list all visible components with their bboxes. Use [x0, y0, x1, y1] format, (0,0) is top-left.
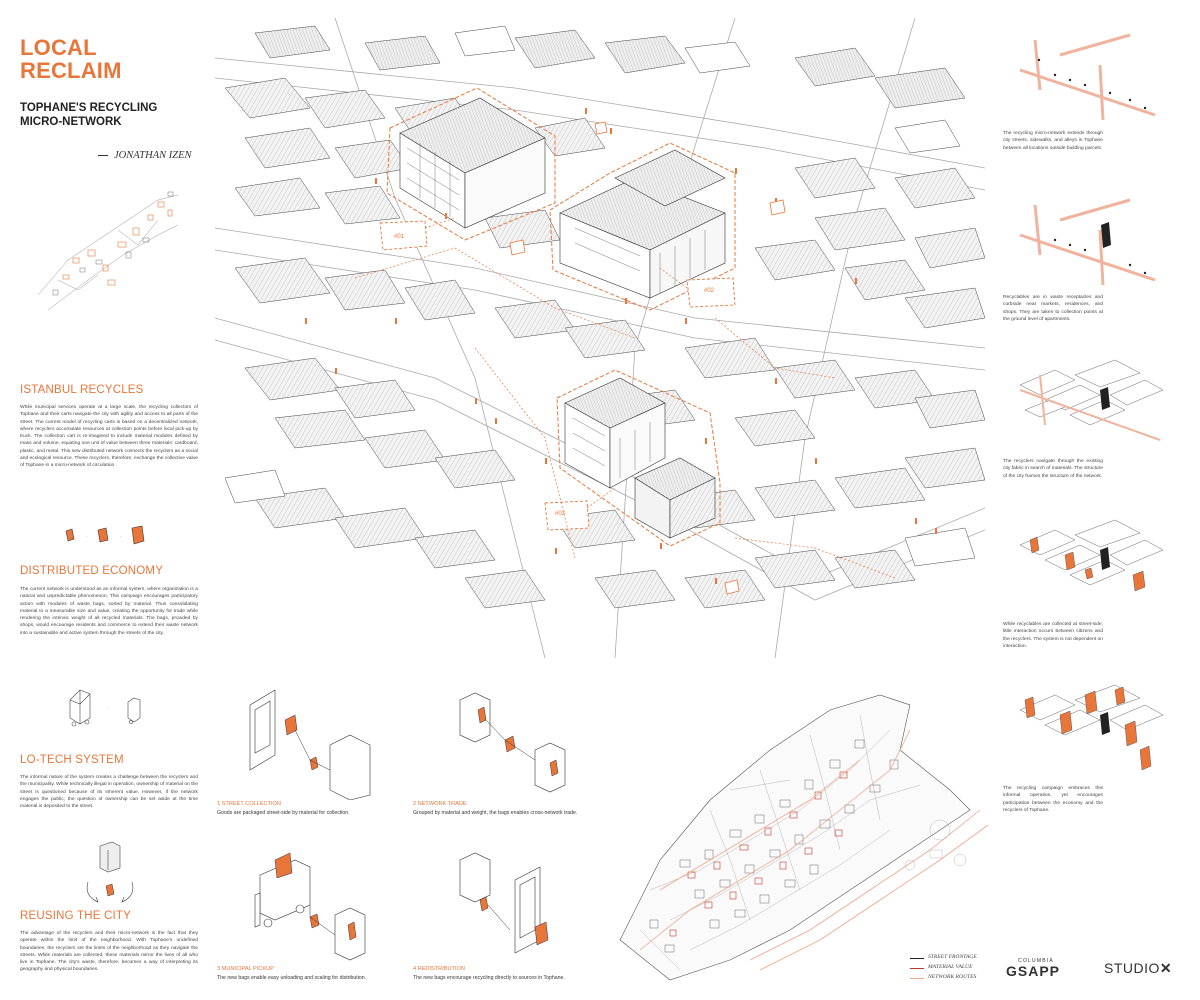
svg-text:·: ·: [120, 534, 122, 540]
cluster-02-boundary: [549, 142, 736, 311]
legend-material-value: MATERIAL VALUE: [928, 964, 973, 970]
body-istanbul-recycles: While municipal services operate at a la…: [20, 405, 198, 469]
svg-text:·: ·: [86, 534, 88, 540]
author-name: JONATHAN IZEN: [114, 150, 192, 161]
material-bags-icon: · ·: [65, 525, 145, 545]
note-network-extends: The recycling micro-network extends thro…: [1003, 131, 1103, 151]
step-3-diagram: [254, 852, 366, 961]
network-diagram-5: [1019, 684, 1164, 771]
step-2-heading: 2 NETWORK TRADE: [413, 801, 467, 807]
cart-diagram-icon: ·: [69, 689, 141, 727]
body-reusing-the-city: The advantage of the recyclers and their…: [20, 931, 198, 973]
context-map-thumbnail: [37, 191, 179, 311]
cluster-03-boundary: [556, 369, 721, 547]
map-tag-02: #02: [704, 288, 715, 294]
note-little-interaction: While recyclables are collected at stree…: [1003, 622, 1103, 650]
building-cluster-02: [559, 149, 726, 299]
heading-lo-tech-system: LO-TECH SYSTEM: [20, 754, 124, 766]
step-3-heading: 3 MUNICIPAL PICKUP: [217, 966, 274, 972]
poster-title: LOCAL RECLAIM: [20, 36, 200, 82]
subtitle-line-2: MICRO-NETWORK: [20, 116, 122, 128]
step-4-heading: 4 REDISTRIBUTION: [413, 966, 465, 972]
map-tag-03: #03: [555, 511, 566, 517]
note-recyclers-navigate: The recyclers navigate through the exist…: [1003, 459, 1103, 479]
heading-istanbul-recycles: ISTANBUL RECYCLES: [20, 384, 144, 396]
title-line-2: RECLAIM: [20, 58, 122, 83]
legend-street-frontage: STREET FRONTAGE: [928, 954, 977, 960]
network-diagram-3: [1019, 359, 1164, 441]
legend-swatch-material: [910, 968, 924, 969]
note-campaign-embraces: The recycling campaign embraces this inf…: [1003, 786, 1103, 814]
step-1-heading: 1 STREET COLLECTION: [217, 801, 281, 807]
tophane-plan-map: [619, 694, 989, 981]
subtitle-line-1: TOPHANE'S RECYCLING: [20, 102, 158, 114]
step-4-diagram: [459, 852, 549, 954]
legend-swatch-street: [910, 958, 924, 959]
step-4-desc: The new bags encourage recycling directl…: [413, 975, 565, 981]
note-recyclables-receptacles: Recyclables are in waste receptacles and…: [1003, 295, 1103, 323]
studiox-logo-text: STUDIO: [1104, 960, 1160, 976]
network-diagram-4: [1019, 519, 1164, 592]
title-line-1: LOCAL: [20, 35, 97, 60]
step-1-diagram: [249, 689, 371, 800]
step-2-desc: Grouped by material and weight, the bags…: [413, 810, 578, 816]
heading-distributed-economy: DISTRIBUTED ECONOMY: [20, 565, 164, 577]
step-2-diagram: [459, 692, 566, 793]
studiox-logo: STUDIO✕: [1104, 960, 1172, 977]
axonometric-city-map: [215, 18, 985, 658]
building-cluster-01: [399, 97, 546, 229]
gsapp-logo: GSAPP: [1006, 963, 1061, 979]
cluster-01-boundary: [386, 87, 556, 241]
svg-text:·: ·: [107, 706, 109, 712]
legend-swatch-routes: [910, 978, 924, 979]
studiox-x-icon: ✕: [1159, 960, 1173, 976]
body-lo-tech-system: The informal nature of the system create…: [20, 775, 198, 810]
building-cluster-03: [564, 377, 716, 539]
legend-network-routes: NETWORK ROUTES: [928, 974, 977, 980]
map-tag-01: #01: [394, 234, 405, 240]
network-diagram-1: [1019, 33, 1156, 121]
reuse-cycle-icon: [86, 841, 134, 903]
columbia-logo-text: COLUMBIA: [1018, 958, 1054, 964]
heading-reusing-the-city: REUSING THE CITY: [20, 910, 131, 922]
author-rule: [98, 155, 108, 156]
network-diagram-2: [1019, 198, 1156, 286]
step-3-desc: The new bags enable easy unloading and s…: [217, 975, 367, 981]
step-1-desc: Goods are packaged street-side by materi…: [217, 810, 350, 816]
poster-subtitle: TOPHANE'S RECYCLING MICRO-NETWORK: [20, 101, 200, 129]
body-distributed-economy: The current network is understood as an …: [20, 587, 198, 636]
